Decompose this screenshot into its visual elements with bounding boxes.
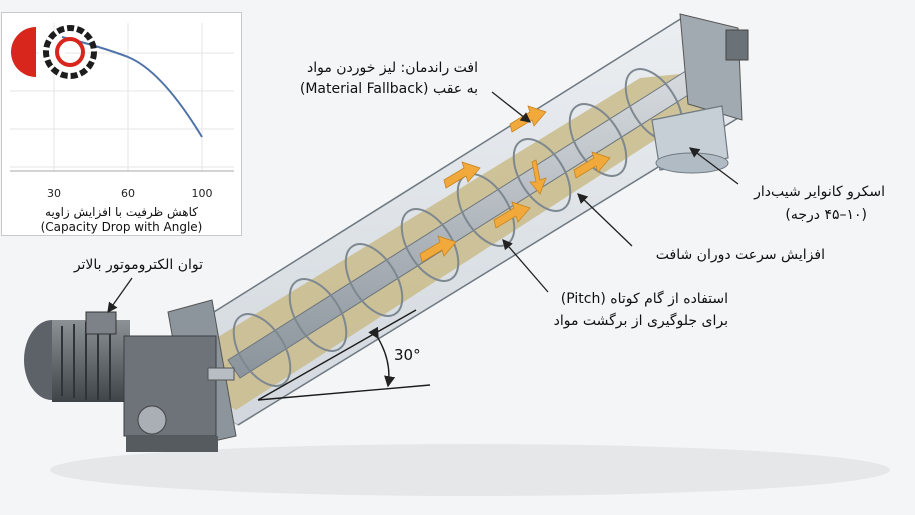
pitch-label-line2: برای جلوگیری از برگشت مواد (553, 313, 728, 329)
inset-caption-en: (Capacity Drop with Angle) (40, 220, 203, 234)
capacity-inset-chart: 30 60 100 کاهش ظرفیت با افزایش زاویه (Ca… (1, 12, 242, 236)
electric-motor (24, 311, 130, 402)
capacity-curve (61, 36, 203, 138)
company-logo (11, 25, 97, 79)
angle-indicator (257, 309, 431, 401)
inclined-angle-range: (۱۰–۴۵ درجه) (785, 207, 867, 223)
fallback-label-fa: افت راندمان: لیز خوردن مواد (306, 60, 478, 76)
ground-shadow (50, 444, 890, 496)
drive-cap (725, 29, 749, 61)
inclined-conveyor-label: اسکرو کانوایر شیب‌دار (754, 184, 885, 200)
leader-lines (107, 91, 739, 314)
screw-flights (232, 68, 684, 387)
inset-x-tick-30: 30 (47, 187, 61, 200)
inset-x-tick-60: 60 (121, 187, 135, 200)
gearbox (123, 335, 235, 452)
angle-label: 30° (394, 346, 421, 364)
motor-power-label: توان الکتروموتور بالاتر (73, 257, 203, 273)
inset-plot (10, 23, 234, 172)
material-flow-arrows (419, 105, 611, 263)
discharge-spout (651, 105, 729, 174)
pitch-label-line1: استفاده از گام کوتاه (Pitch) (560, 291, 728, 307)
inset-x-tick-100: 100 (191, 187, 213, 200)
fallback-label-en: به عقب (Material Fallback) (299, 81, 478, 97)
inset-caption-fa: کاهش ظرفیت با افزایش زاویه (45, 205, 198, 219)
shaft-speed-label: افزایش سرعت دوران شافت (655, 247, 825, 263)
